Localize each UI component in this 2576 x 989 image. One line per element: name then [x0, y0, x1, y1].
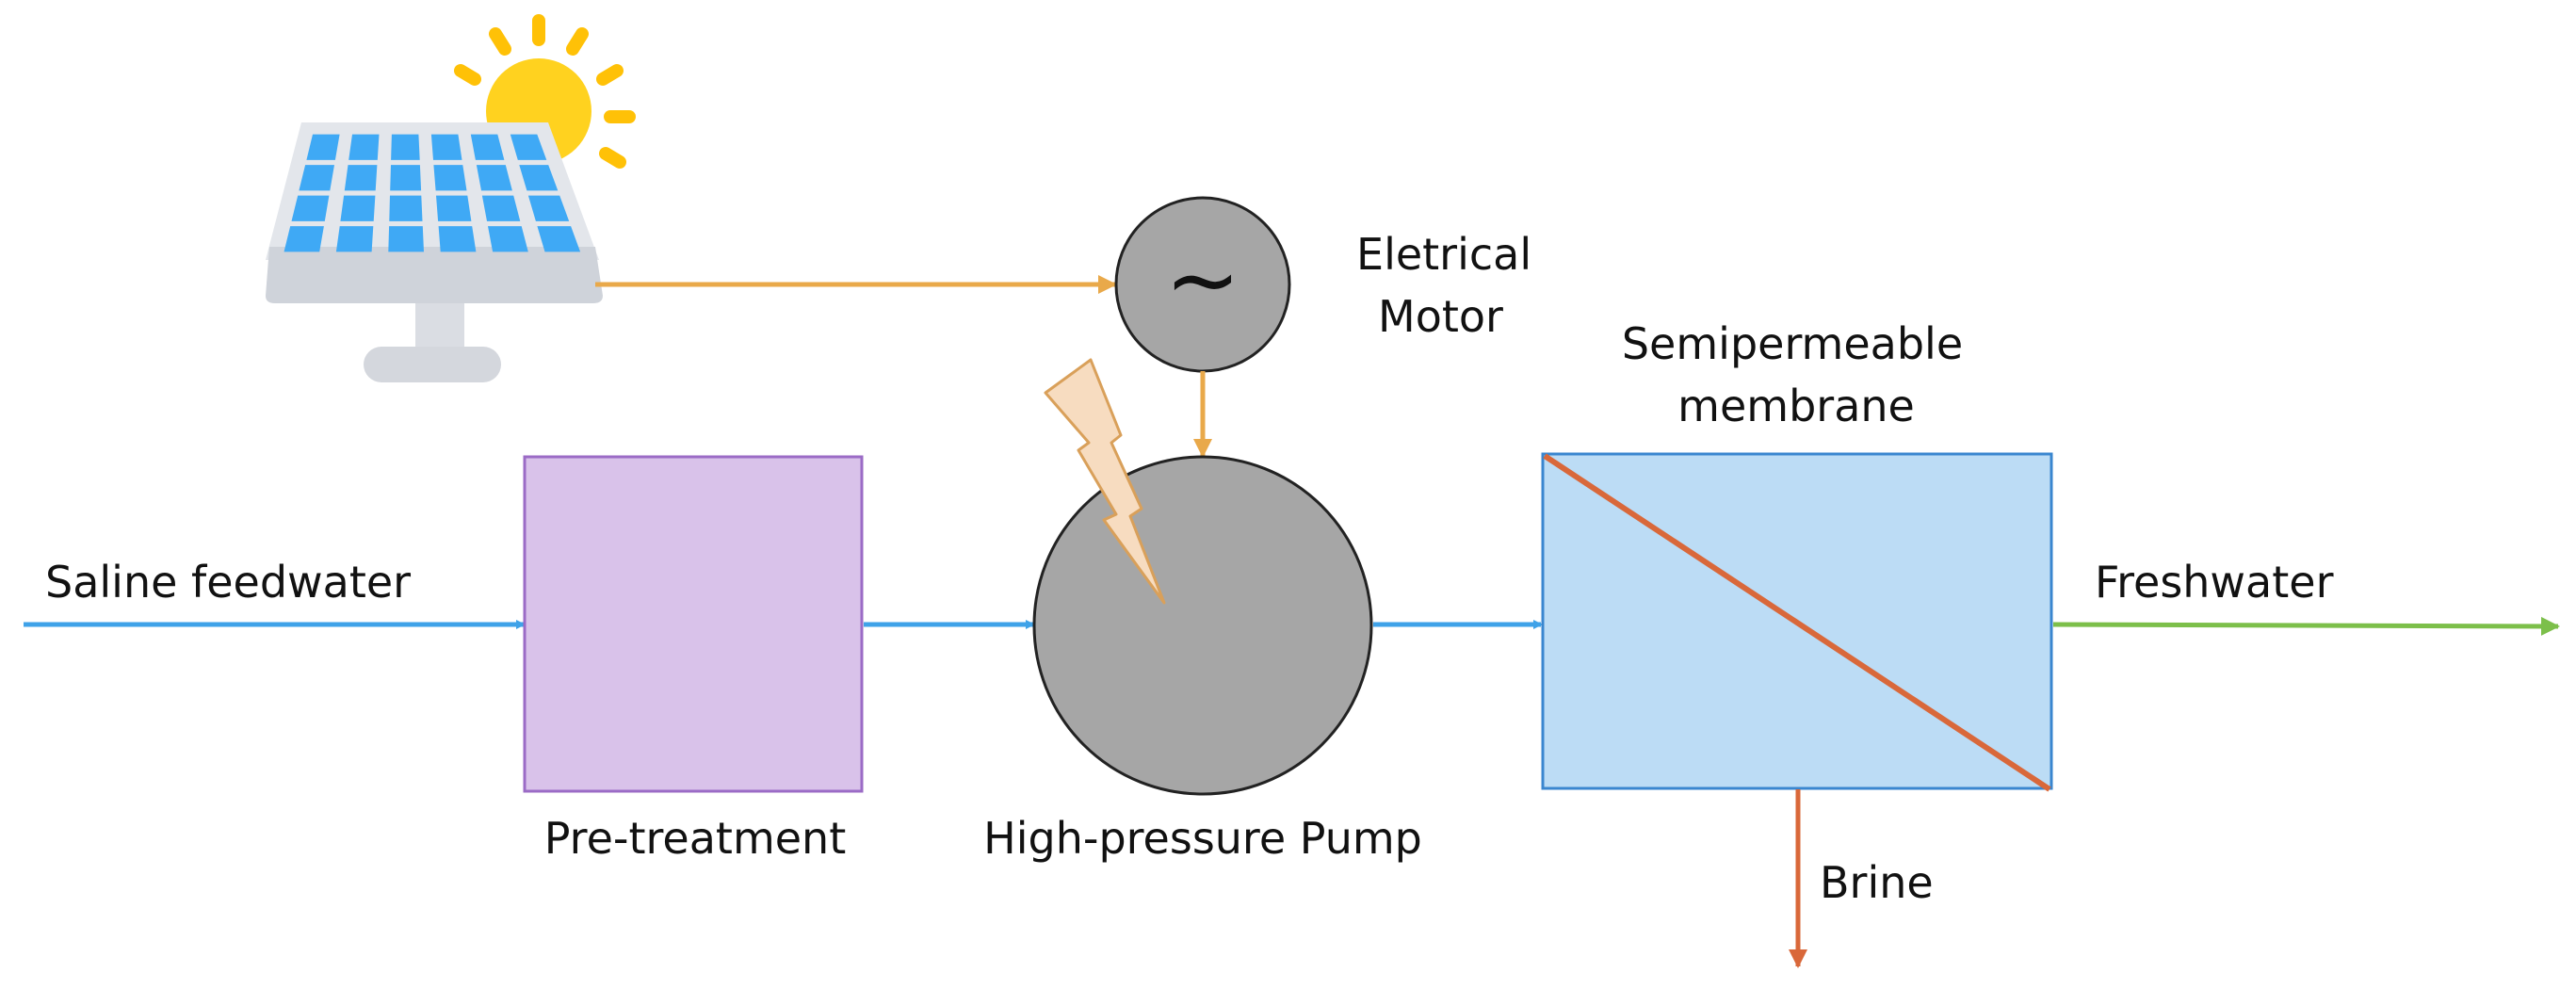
- solar-cell: [291, 195, 330, 221]
- solar-cell: [476, 165, 512, 191]
- solar-cell: [284, 226, 324, 252]
- solar-cell: [537, 226, 581, 252]
- solar-panel-icon: [266, 122, 603, 382]
- membrane-label-line1: Semipermeable: [1622, 318, 1963, 369]
- solar-cell: [510, 134, 547, 160]
- solar-panel-cells: [284, 134, 581, 252]
- solar-cell: [430, 134, 462, 160]
- brine-label: Brine: [1820, 857, 1934, 908]
- motor-label-line2: Motor: [1378, 291, 1503, 342]
- ac-motor-icon: ~: [1165, 227, 1240, 332]
- high-pressure-pump-label: High-pressure Pump: [983, 813, 1422, 864]
- solar-cell: [519, 165, 559, 191]
- solar-cell: [388, 226, 424, 252]
- pre-treatment-label: Pre-treatment: [544, 813, 847, 864]
- electrical-motor: ~: [1114, 196, 1291, 373]
- solar-cell: [340, 195, 376, 221]
- solar-cell: [438, 226, 477, 252]
- solar-cell: [488, 226, 528, 252]
- membrane-label-line2: membrane: [1677, 381, 1915, 431]
- freshwater-label: Freshwater: [2095, 557, 2334, 608]
- high-pressure-pump: [1032, 455, 1373, 796]
- freshwater-line: [2052, 616, 2560, 636]
- semipermeable-membrane: [1541, 452, 2053, 792]
- solar-cell: [391, 134, 420, 160]
- solar-cell: [389, 195, 423, 221]
- motor-label-line1: Eletrical: [1356, 229, 1531, 280]
- solar-cell: [348, 134, 380, 160]
- solar-cell: [335, 226, 374, 252]
- solar-cell: [344, 165, 378, 191]
- solar-cell: [436, 195, 472, 221]
- solar-cell: [470, 134, 505, 160]
- solar-cell: [299, 165, 334, 191]
- solar-cell: [390, 165, 422, 191]
- solar-cell: [306, 134, 340, 160]
- solar-cell: [433, 165, 467, 191]
- lightning-bolt-icon: [1044, 358, 1166, 605]
- saline-feedwater-label: Saline feedwater: [45, 557, 411, 608]
- pre-treatment-box: [523, 455, 864, 793]
- solar-cell: [527, 195, 570, 221]
- solar-cell: [481, 195, 521, 221]
